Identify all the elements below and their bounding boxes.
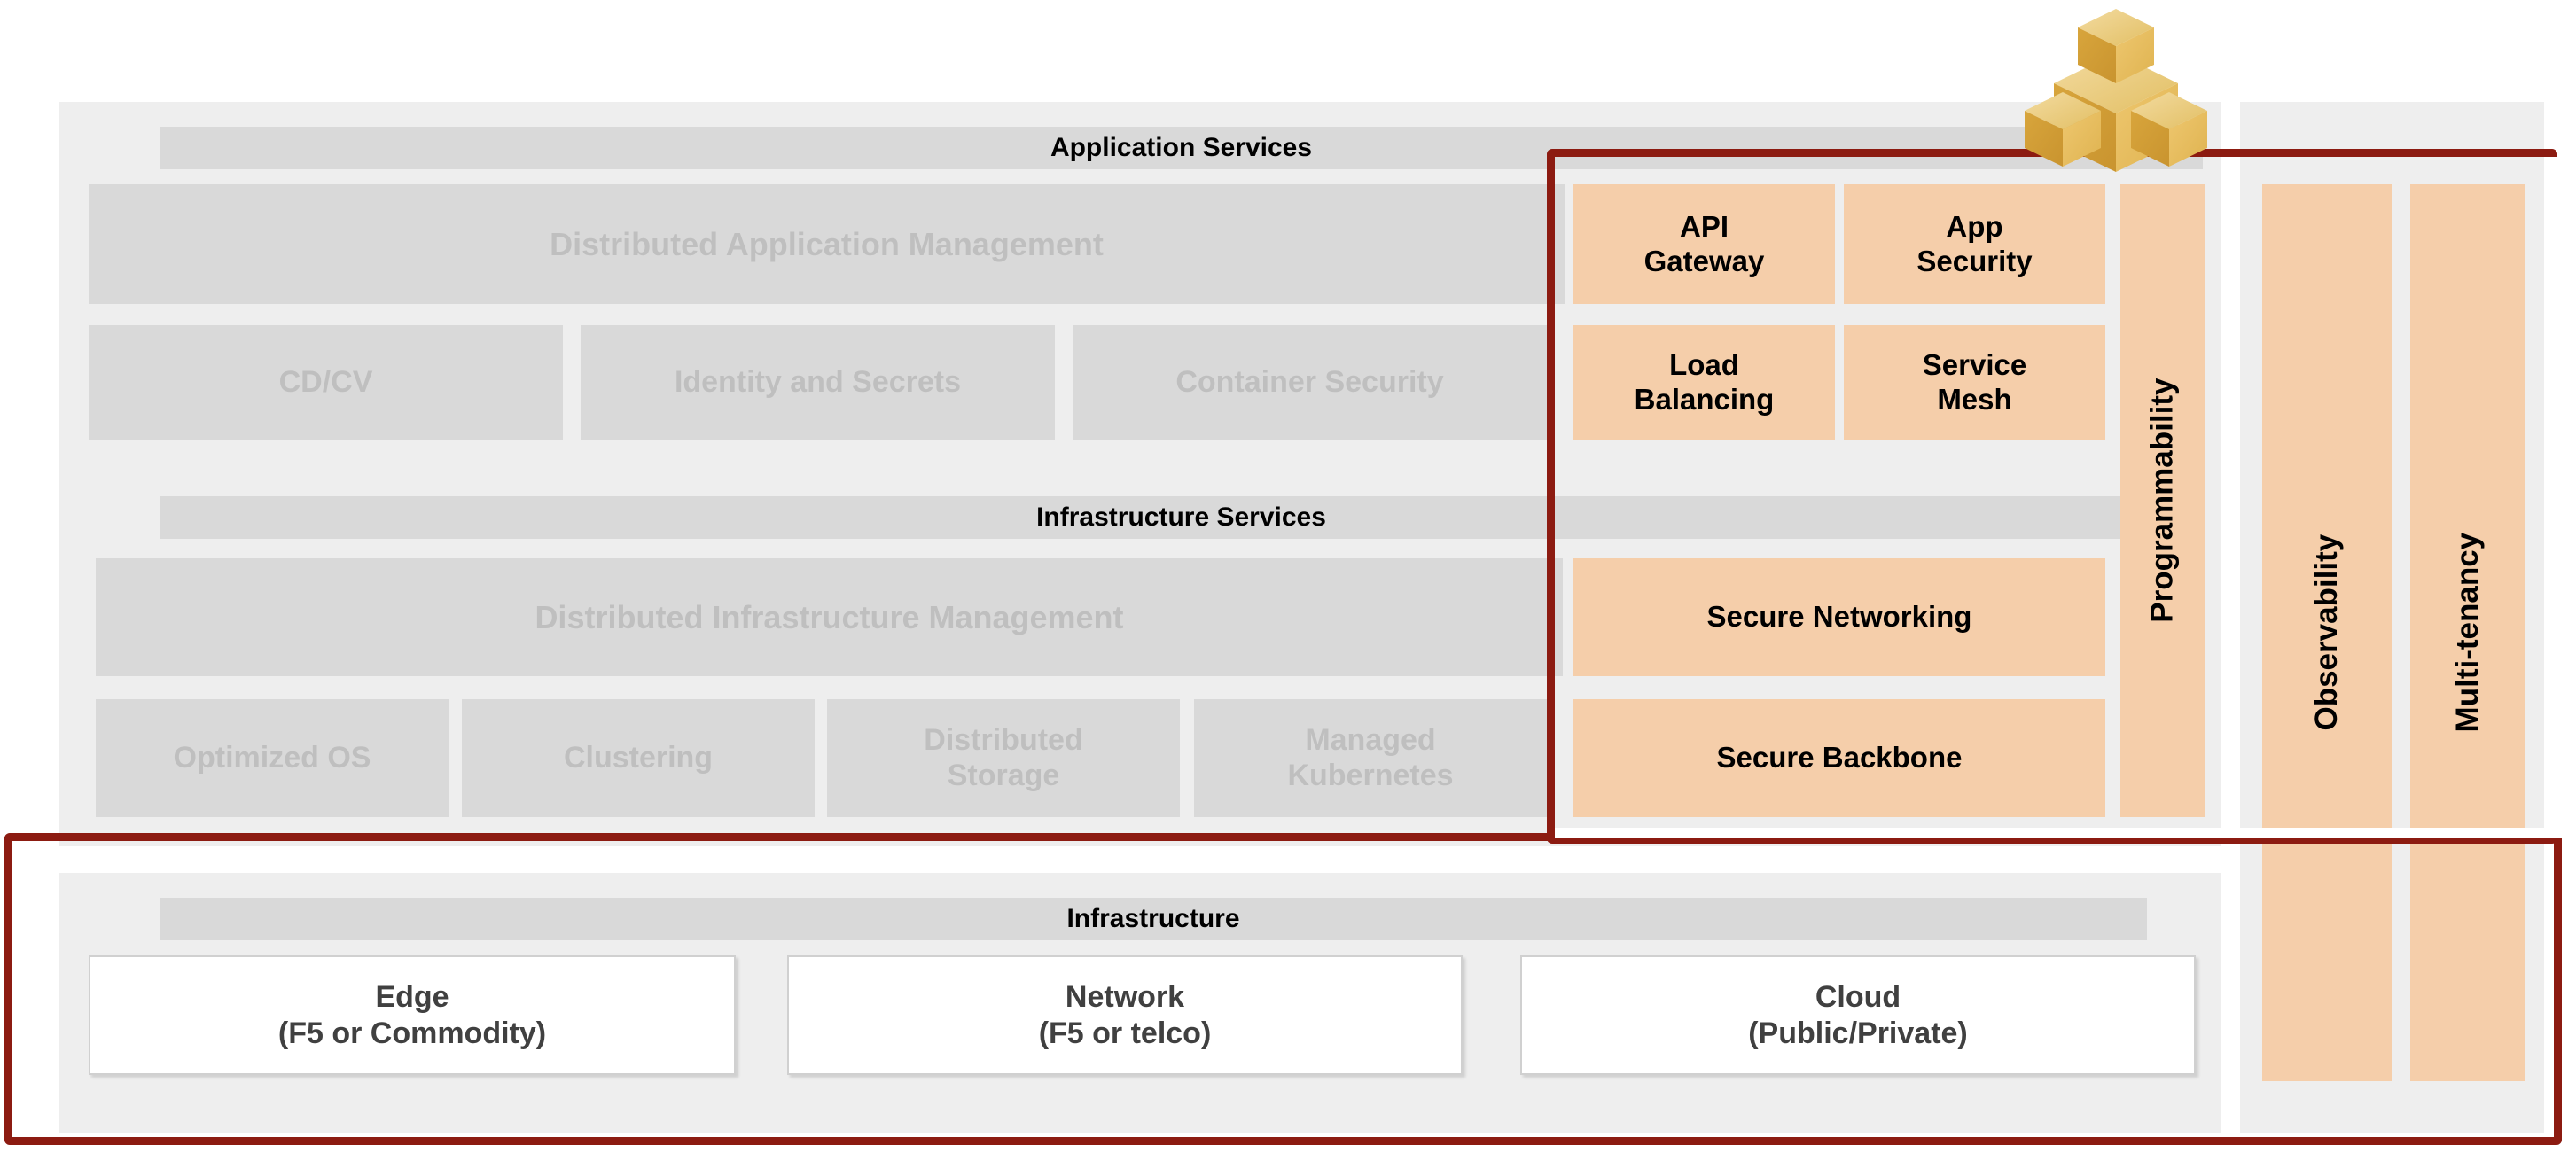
edge-box[interactable]: Edge (F5 or Commodity) — [89, 955, 736, 1075]
clustering-box: Clustering — [462, 699, 815, 817]
distributed-storage-box: Distributed Storage — [827, 699, 1180, 817]
edge-subtitle: (F5 or Commodity) — [277, 1016, 547, 1050]
edge-label: Edge (F5 or Commodity) — [278, 979, 546, 1052]
network-label: Network (F5 or telco) — [1039, 979, 1212, 1052]
secure-networking-box[interactable]: Secure Networking — [1573, 558, 2105, 676]
highlight-mask-right-gap — [2544, 157, 2562, 836]
cloud-box[interactable]: Cloud (Public/Private) — [1520, 955, 2196, 1075]
cloud-title: Cloud — [1815, 979, 1901, 1014]
service-mesh-box[interactable]: Service Mesh — [1844, 325, 2105, 440]
optimized-os-label: Optimized OS — [173, 740, 371, 775]
clustering-label: Clustering — [563, 740, 714, 775]
api-gateway-line1: API — [1679, 209, 1729, 243]
multi-tenancy-pillar[interactable]: Multi-tenancy — [2410, 184, 2525, 1081]
secure-backbone-label: Secure Backbone — [1716, 741, 1963, 775]
distributed-storage-label: Distributed Storage — [924, 723, 1082, 793]
programmability-pillar[interactable]: Programmability — [2120, 184, 2205, 817]
container-security-box: Container Security — [1073, 325, 1547, 440]
load-balancing-box[interactable]: Load Balancing — [1573, 325, 1835, 440]
cloud-label: Cloud (Public/Private) — [1748, 979, 1968, 1052]
distributed-storage-line2: Storage — [947, 758, 1060, 792]
identity-and-secrets-box: Identity and Secrets — [581, 325, 1055, 440]
secure-networking-label: Secure Networking — [1706, 600, 1972, 634]
service-mesh-line2: Mesh — [1937, 383, 2012, 416]
cd-cv-box: CD/CV — [89, 325, 563, 440]
f5-cubes-logo — [2025, 9, 2207, 172]
app-security-label: App Security — [1916, 210, 2032, 279]
network-subtitle: (F5 or telco) — [1038, 1016, 1212, 1050]
api-gateway-line2: Gateway — [1643, 244, 1765, 277]
cloud-subtitle: (Public/Private) — [1748, 1016, 1968, 1050]
service-mesh-line1: Service — [1922, 348, 2027, 382]
network-box[interactable]: Network (F5 or telco) — [787, 955, 1463, 1075]
distributed-storage-line1: Distributed — [924, 723, 1083, 758]
distributed-infrastructure-management-box: Distributed Infrastructure Management — [96, 558, 1563, 676]
network-title: Network — [1065, 979, 1185, 1014]
infrastructure-header: Infrastructure — [160, 898, 2147, 940]
app-security-line2: Security — [1916, 244, 2033, 277]
api-gateway-label: API Gateway — [1644, 210, 1765, 279]
app-security-box[interactable]: App Security — [1844, 184, 2105, 304]
highlight-mask-top-right — [1555, 828, 2567, 838]
managed-kubernetes-box: Managed Kubernetes — [1194, 699, 1547, 817]
optimized-os-box: Optimized OS — [96, 699, 449, 817]
service-mesh-label: Service Mesh — [1923, 348, 2026, 417]
edge-title: Edge — [375, 979, 449, 1014]
infrastructure-services-header: Infrastructure Services — [160, 496, 2203, 539]
observability-pillar[interactable]: Observability — [2262, 184, 2392, 1081]
managed-kubernetes-line2: Kubernetes — [1287, 758, 1454, 792]
load-balancing-label: Load Balancing — [1635, 348, 1775, 417]
managed-kubernetes-label: Managed Kubernetes — [1287, 723, 1453, 793]
distributed-application-management-box: Distributed Application Management — [89, 184, 1565, 304]
app-security-line1: App — [1946, 209, 2003, 243]
secure-backbone-box[interactable]: Secure Backbone — [1573, 699, 2105, 817]
api-gateway-box[interactable]: API Gateway — [1573, 184, 1835, 304]
programmability-label: Programmability — [2144, 378, 2180, 624]
multi-tenancy-label: Multi-tenancy — [2450, 533, 2486, 733]
load-balancing-line1: Load — [1669, 348, 1739, 382]
observability-label: Observability — [2309, 534, 2345, 731]
managed-kubernetes-line1: Managed — [1305, 723, 1436, 758]
load-balancing-line2: Balancing — [1634, 383, 1775, 416]
application-services-header: Application Services — [160, 127, 2203, 169]
